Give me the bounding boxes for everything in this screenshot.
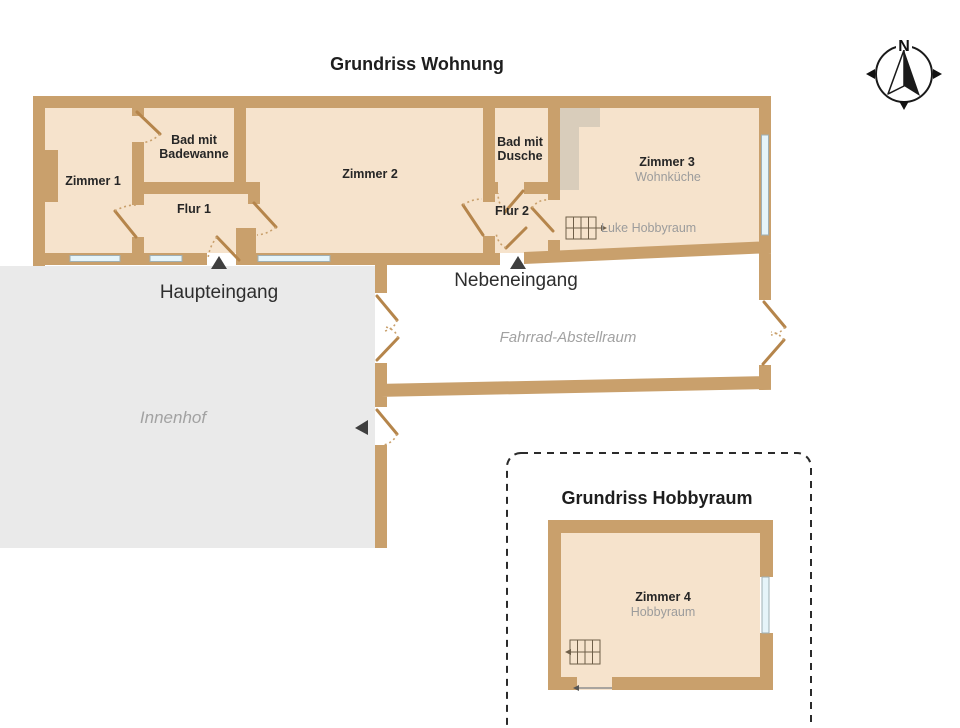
- door-arc: [770, 326, 786, 336]
- compass-needle-east-half: [904, 50, 920, 96]
- door-arc: [383, 433, 398, 446]
- haupteingang-arrow-icon: [211, 256, 227, 269]
- side-entrance-label: Nebeneingang: [454, 270, 578, 291]
- door-leaf-flur2-zimmer2: [461, 203, 485, 237]
- room-label-zimmer2: Zimmer 2: [342, 167, 398, 181]
- door-leaf-bike-left-upper: [375, 294, 399, 322]
- door-arc: [495, 231, 507, 249]
- main-entrance-label: Haupteingang: [159, 282, 279, 303]
- room-label-zimmer4: Zimmer 4: [635, 590, 691, 604]
- door-arc: [114, 204, 137, 212]
- hatch-label-apartment: Luke Hobbyraum: [601, 221, 697, 235]
- window-zimmer1: [69, 255, 121, 262]
- door-leaf-flur1-zimmer2: [252, 201, 278, 229]
- door-arc: [256, 226, 277, 236]
- hatch-grid-lines: [570, 640, 600, 664]
- hatch-grid-lines: [566, 217, 601, 239]
- luke-hatch-icon-hobby: [565, 639, 601, 665]
- door-leaf-bad-dusche: [503, 189, 525, 214]
- courtyard-label: Innenhof: [139, 408, 207, 427]
- door-leaf-bike-right-upper: [762, 300, 787, 329]
- compass-north-label: N: [898, 38, 910, 55]
- window-zimmer2: [257, 255, 331, 262]
- door-leaf-bad-badewanne: [135, 110, 162, 136]
- hatch-arrow: [565, 649, 571, 655]
- courtyard-area: [0, 266, 375, 548]
- door-leaf-flur2-zimmer3: [530, 206, 555, 233]
- window-zimmer4: [761, 576, 770, 634]
- door-leaf-bike-right-lower: [761, 338, 786, 366]
- room-label-line: Dusche: [497, 149, 543, 163]
- door-swing-arcs: [114, 133, 786, 446]
- room-label-line: Bad mit: [497, 135, 543, 149]
- room-label-flur1: Flur 1: [176, 202, 212, 216]
- compass-west-tick: [866, 69, 875, 79]
- door-arc: [497, 192, 506, 213]
- compass-south-tick: [899, 101, 909, 110]
- room-label-zimmer3: Zimmer 3: [639, 155, 695, 169]
- room-label-flur2: Flur 2: [494, 204, 530, 218]
- door-arc: [384, 319, 398, 332]
- threshold-arrow: [573, 685, 579, 691]
- room-label-bad-badewanne: Bad mit Badewanne: [159, 133, 228, 161]
- room-sublabel-hobbyraum: Hobbyraum: [630, 605, 696, 619]
- window-flur1: [149, 255, 183, 262]
- compass-n-backing: [896, 37, 912, 50]
- compass-rose: N: [866, 37, 942, 110]
- door-leaf-nebeneingang: [504, 226, 528, 250]
- door-arc: [462, 198, 483, 206]
- courtyard-door-arrow-icon: [355, 420, 368, 435]
- door-arc: [385, 326, 399, 339]
- room-label-zimmer1: Zimmer 1: [65, 174, 121, 188]
- door-leaf-bike-left-lower: [375, 336, 400, 362]
- door-leaves: [113, 110, 787, 436]
- door-leaf-courtyard: [375, 408, 399, 436]
- door-leaf-zimmer1: [113, 209, 138, 239]
- hatch-arrow: [601, 225, 607, 231]
- nebeneingang-arrow-icon: [510, 256, 526, 269]
- compass-east-tick: [933, 69, 942, 79]
- door-arc: [531, 199, 550, 209]
- door-arc: [770, 331, 785, 341]
- room-label-line: Bad mit: [171, 133, 217, 147]
- room-label-line: Badewanne: [159, 147, 229, 161]
- door-leaf-haupteingang: [215, 235, 241, 262]
- bike-storage-label: Fahrrad-Abstellraum: [499, 329, 637, 346]
- room-floors: [45, 108, 760, 690]
- apartment-plan-title: Grundriss Wohnung: [330, 54, 504, 74]
- window-zimmer3: [761, 134, 769, 236]
- door-arc: [140, 133, 161, 144]
- hobby-door-threshold: [573, 685, 612, 691]
- room-label-bad-dusche: Bad mit Dusche: [497, 135, 543, 163]
- room-sublabel-wohnkueche: Wohnküche: [635, 170, 701, 184]
- chimney-block: [560, 108, 600, 190]
- hobby-plan-title: Grundriss Hobbyraum: [561, 488, 753, 508]
- luke-hatch-icon: [565, 216, 607, 240]
